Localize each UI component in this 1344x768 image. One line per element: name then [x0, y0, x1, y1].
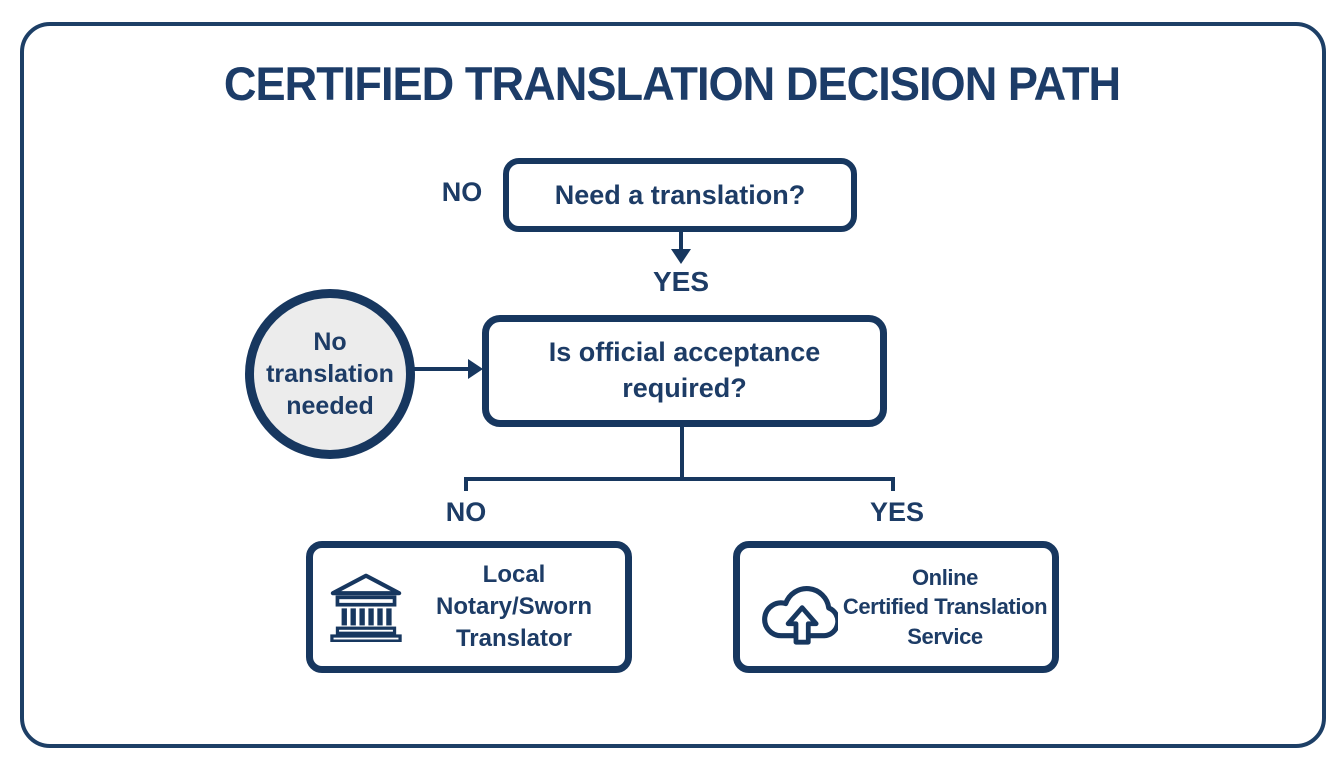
local-notary-line-3: Translator — [455, 624, 573, 652]
node-online-service-label: Online Certified Translation Service — [838, 563, 1052, 651]
node-need-translation: Need a translation? — [503, 158, 857, 232]
bank-building-icon — [330, 573, 402, 642]
node-need-translation-label: Need a translation? — [554, 179, 806, 210]
circle-line-2: translation — [266, 360, 394, 388]
cloud-upload-icon — [762, 586, 838, 645]
label-q1-yes: YES — [652, 266, 710, 297]
online-service-line-1: Online — [911, 565, 979, 591]
diagram-border — [20, 22, 1326, 748]
circle-line-3: needed — [286, 392, 374, 420]
online-service-line-3: Service — [907, 623, 983, 649]
node-local-notary-label: Local Notary/Sworn Translator — [403, 559, 625, 655]
node-local-notary: Local Notary/Sworn Translator — [306, 541, 632, 673]
node-no-translation-needed: No translation needed — [245, 289, 415, 459]
label-q2-yes: YES — [869, 497, 925, 527]
diagram-title: CERTIFIED TRANSLATION DECISION PATH — [223, 57, 1121, 110]
node-official-acceptance-line-1: Is official acceptance — [548, 337, 821, 368]
circle-line-1: No — [313, 328, 347, 356]
label-q1-no: NO — [441, 177, 483, 207]
node-official-acceptance: Is official acceptance required? — [482, 315, 887, 427]
local-notary-line-1: Local — [482, 561, 546, 589]
node-online-service: Online Certified Translation Service — [733, 541, 1059, 673]
online-service-line-2: Certified Translation — [842, 594, 1048, 620]
label-q2-no: NO — [445, 497, 487, 527]
local-notary-line-2: Notary/Sworn — [435, 593, 593, 621]
node-official-acceptance-line-2: required? — [622, 373, 747, 403]
